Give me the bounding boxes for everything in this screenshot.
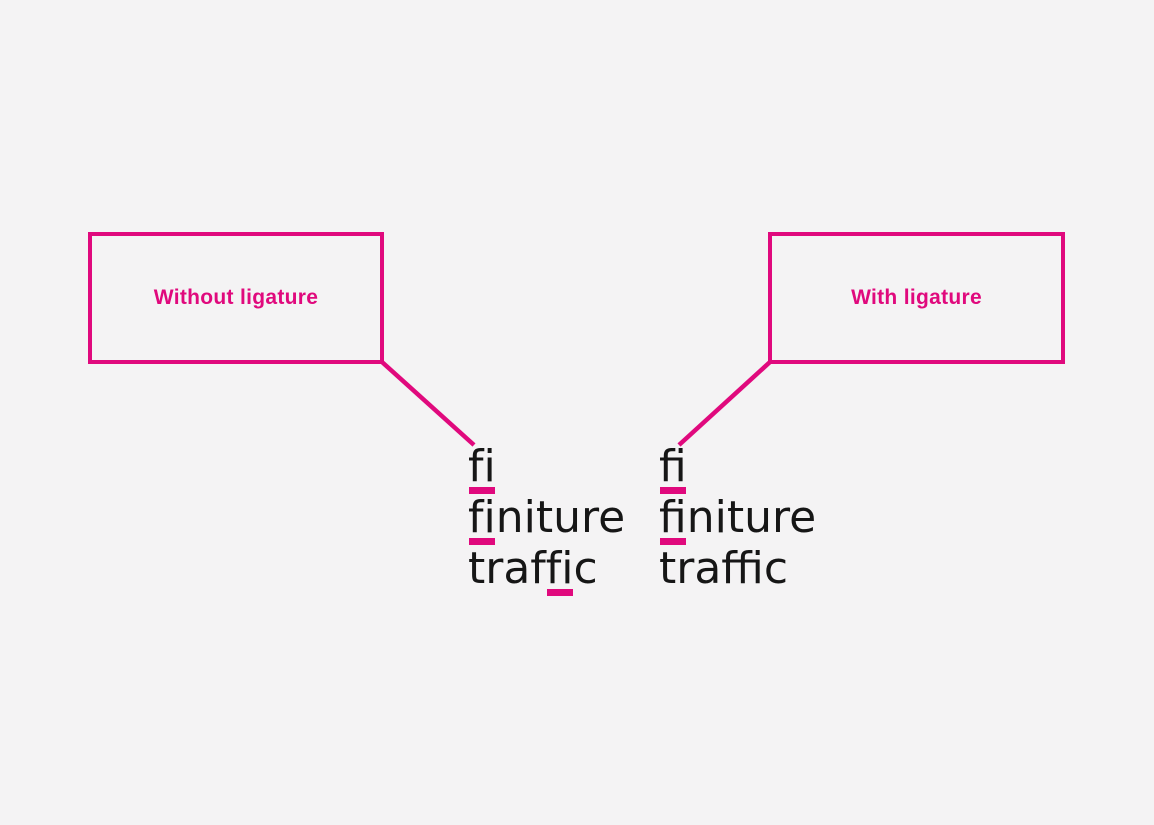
word-segment: c [763, 543, 789, 594]
without-ligature-label: Without ligature [153, 286, 319, 309]
sample-row-finiture: finiture [659, 492, 816, 543]
sample-with-ligature: fi finiture traffic [659, 441, 816, 594]
with-ligature-label: With ligature [851, 286, 982, 309]
connector-line-right [677, 360, 772, 447]
fi-highlight: fi [468, 441, 496, 492]
word-segment: traf [659, 543, 764, 594]
sample-row-traffic: traffic [659, 543, 816, 594]
sample-row-finiture: finiture [468, 492, 625, 543]
fi-highlight: fi [659, 441, 687, 492]
fi-highlight: fi [468, 492, 496, 543]
connector-line-left [380, 360, 476, 447]
sample-row-fi: fi [659, 441, 816, 492]
word-segment: niture [495, 492, 626, 543]
with-ligature-box: With ligature [768, 232, 1065, 364]
word-segment: niture [686, 492, 817, 543]
sample-without-ligature: fi finiture traffic [468, 441, 625, 594]
word-segment: c [573, 543, 598, 594]
fi-highlight: fi [659, 492, 687, 543]
sample-row-traffic: traffic [468, 543, 625, 594]
word-segment: traf [468, 543, 546, 594]
without-ligature-box: Without ligature [88, 232, 384, 364]
sample-row-fi: fi [468, 441, 625, 492]
fi-highlight: fi [545, 543, 574, 594]
